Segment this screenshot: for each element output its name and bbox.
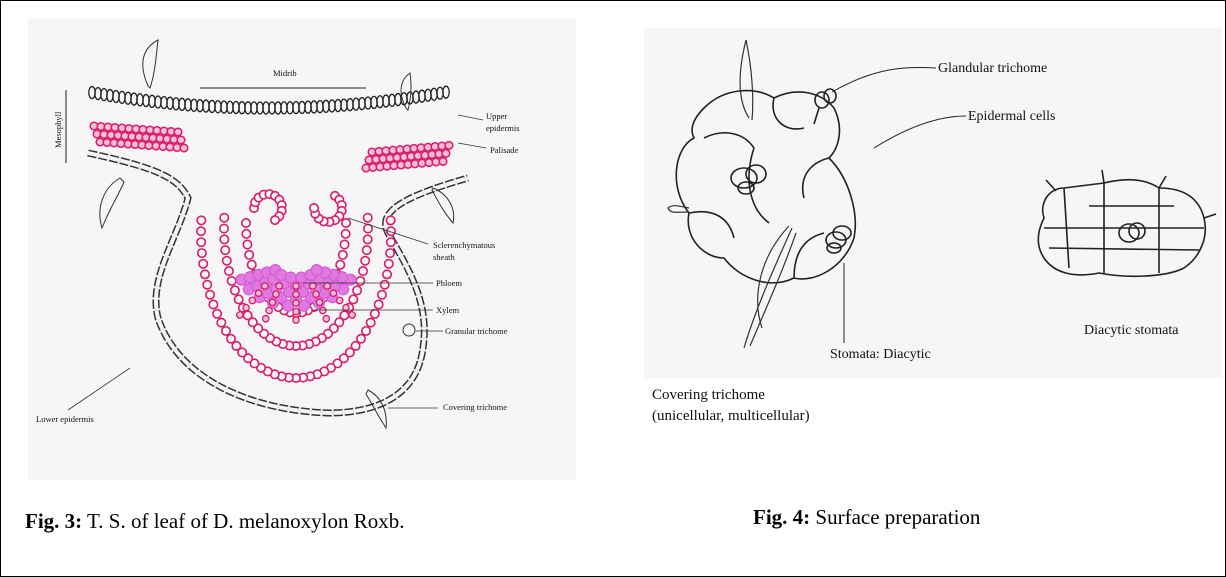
label-covering-trichome: Covering trichome	[443, 402, 507, 412]
leader-glandular	[832, 67, 936, 92]
covering-trichome-line-1: Covering trichome	[652, 385, 810, 406]
fig3-diagram: Midrib Mesophyll Upper epidermi	[28, 18, 576, 480]
label-granular-trichome: Granular trichome	[445, 326, 508, 336]
label-sclerenchymatous-2: sheath	[433, 252, 455, 262]
fig3-caption-number: Fig. 3:	[25, 509, 82, 533]
fig3-leaf-section-panel: Midrib Mesophyll Upper epidermi	[28, 18, 576, 480]
label-glandular-trichome: Glandular trichome	[938, 61, 1047, 76]
stoma-cluster-1	[731, 165, 766, 194]
fig4-diagram: Glandular trichome Epidermal cells Stoma…	[644, 28, 1222, 378]
leader-epidermal	[874, 116, 966, 148]
label-midrib: Midrib	[273, 68, 297, 78]
label-upper-epidermis-2: epidermis	[486, 123, 520, 133]
trichome-top-left	[143, 40, 158, 88]
label-mesophyll: Mesophyll	[53, 111, 63, 148]
fig4-caption-text: Surface preparation	[810, 505, 980, 529]
trichome-left	[100, 178, 124, 228]
fig4-caption-number: Fig. 4:	[753, 505, 810, 529]
epidermal-cell-cluster	[676, 91, 855, 283]
label-stomata-diacytic: Stomata: Diacytic	[830, 347, 931, 362]
label-sclerenchymatous-1: Sclerenchymatous	[433, 240, 495, 250]
covering-trichome-line-2: (unicellular, multicellular)	[652, 406, 810, 427]
leader-upper-epidermis	[458, 115, 483, 120]
leader-lower-epidermis	[68, 368, 130, 410]
label-xylem: Xylem	[436, 305, 460, 315]
label-upper-epidermis-1: Upper	[486, 111, 507, 121]
diacytic-stomata-drawing	[1038, 170, 1216, 276]
leader-palisade	[458, 143, 486, 148]
upper-epidermis	[89, 86, 449, 114]
label-epidermal-cells: Epidermal cells	[968, 109, 1055, 124]
label-palisade: Palisade	[490, 145, 519, 155]
fig4-caption: Fig. 4: Surface preparation	[753, 505, 980, 530]
covering-trichome-drawings	[668, 40, 796, 348]
label-diacytic-stomata: Diacytic stomata	[1084, 323, 1179, 338]
label-lower-epidermis: Lower epidermis	[36, 414, 94, 424]
fig3-caption: Fig. 3: T. S. of leaf of D. melanoxylon …	[25, 509, 405, 534]
granular-trichome-drawing	[403, 324, 415, 336]
fig3-caption-text: T. S. of leaf of D. melanoxylon Roxb.	[82, 509, 404, 533]
fig4-surface-panel: Glandular trichome Epidermal cells Stoma…	[644, 28, 1222, 378]
stoma-cluster-2	[826, 226, 851, 253]
covering-trichome-label: Covering trichome (unicellular, multicel…	[652, 385, 810, 427]
label-phloem: Phloem	[436, 278, 462, 288]
trichome-right	[432, 188, 454, 223]
